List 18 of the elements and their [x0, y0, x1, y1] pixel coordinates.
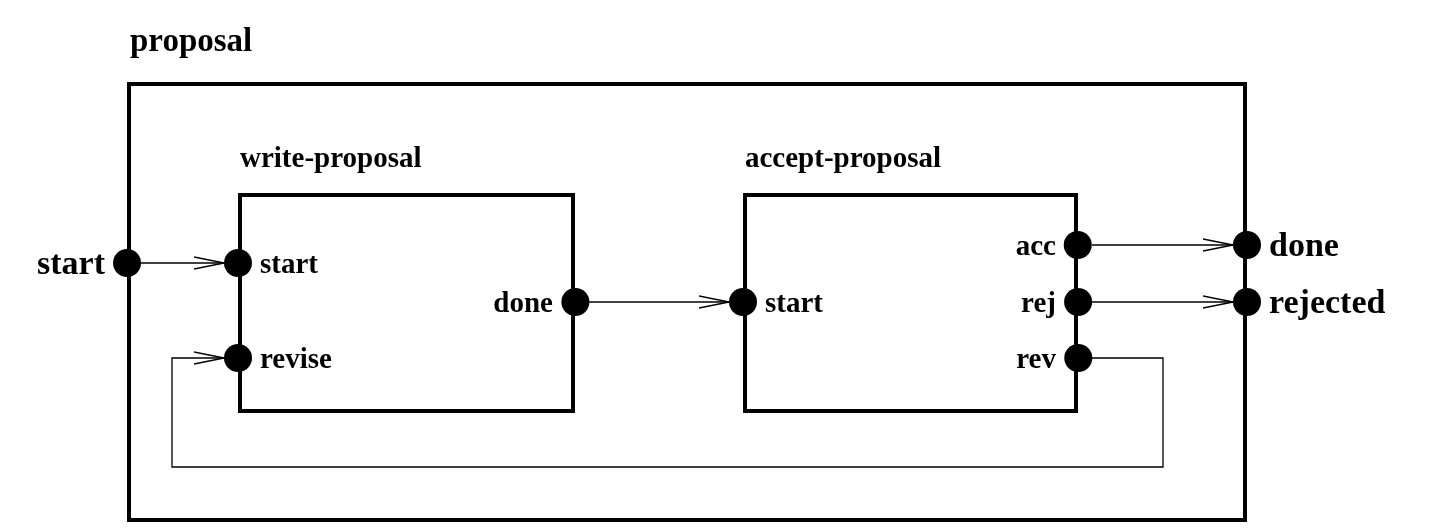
arrow [171, 351, 1164, 468]
arrow [1091, 295, 1234, 309]
arrow [140, 256, 225, 270]
arrow [588, 295, 730, 309]
port-label: rejected [1269, 285, 1386, 319]
port-label: revise [260, 343, 332, 373]
arrow [1091, 238, 1234, 252]
port-label: rej [1021, 287, 1056, 317]
port-label: start [37, 246, 105, 280]
port-label: acc [1015, 230, 1056, 260]
box-title: accept-proposal [745, 143, 941, 172]
port-label: start [260, 248, 318, 278]
box-title: proposal [130, 24, 253, 57]
port-label: rev [1016, 343, 1056, 373]
port-label: done [1269, 228, 1339, 262]
port-label: start [765, 287, 823, 317]
box-title: write-proposal [240, 143, 422, 172]
port-label: done [493, 287, 553, 317]
